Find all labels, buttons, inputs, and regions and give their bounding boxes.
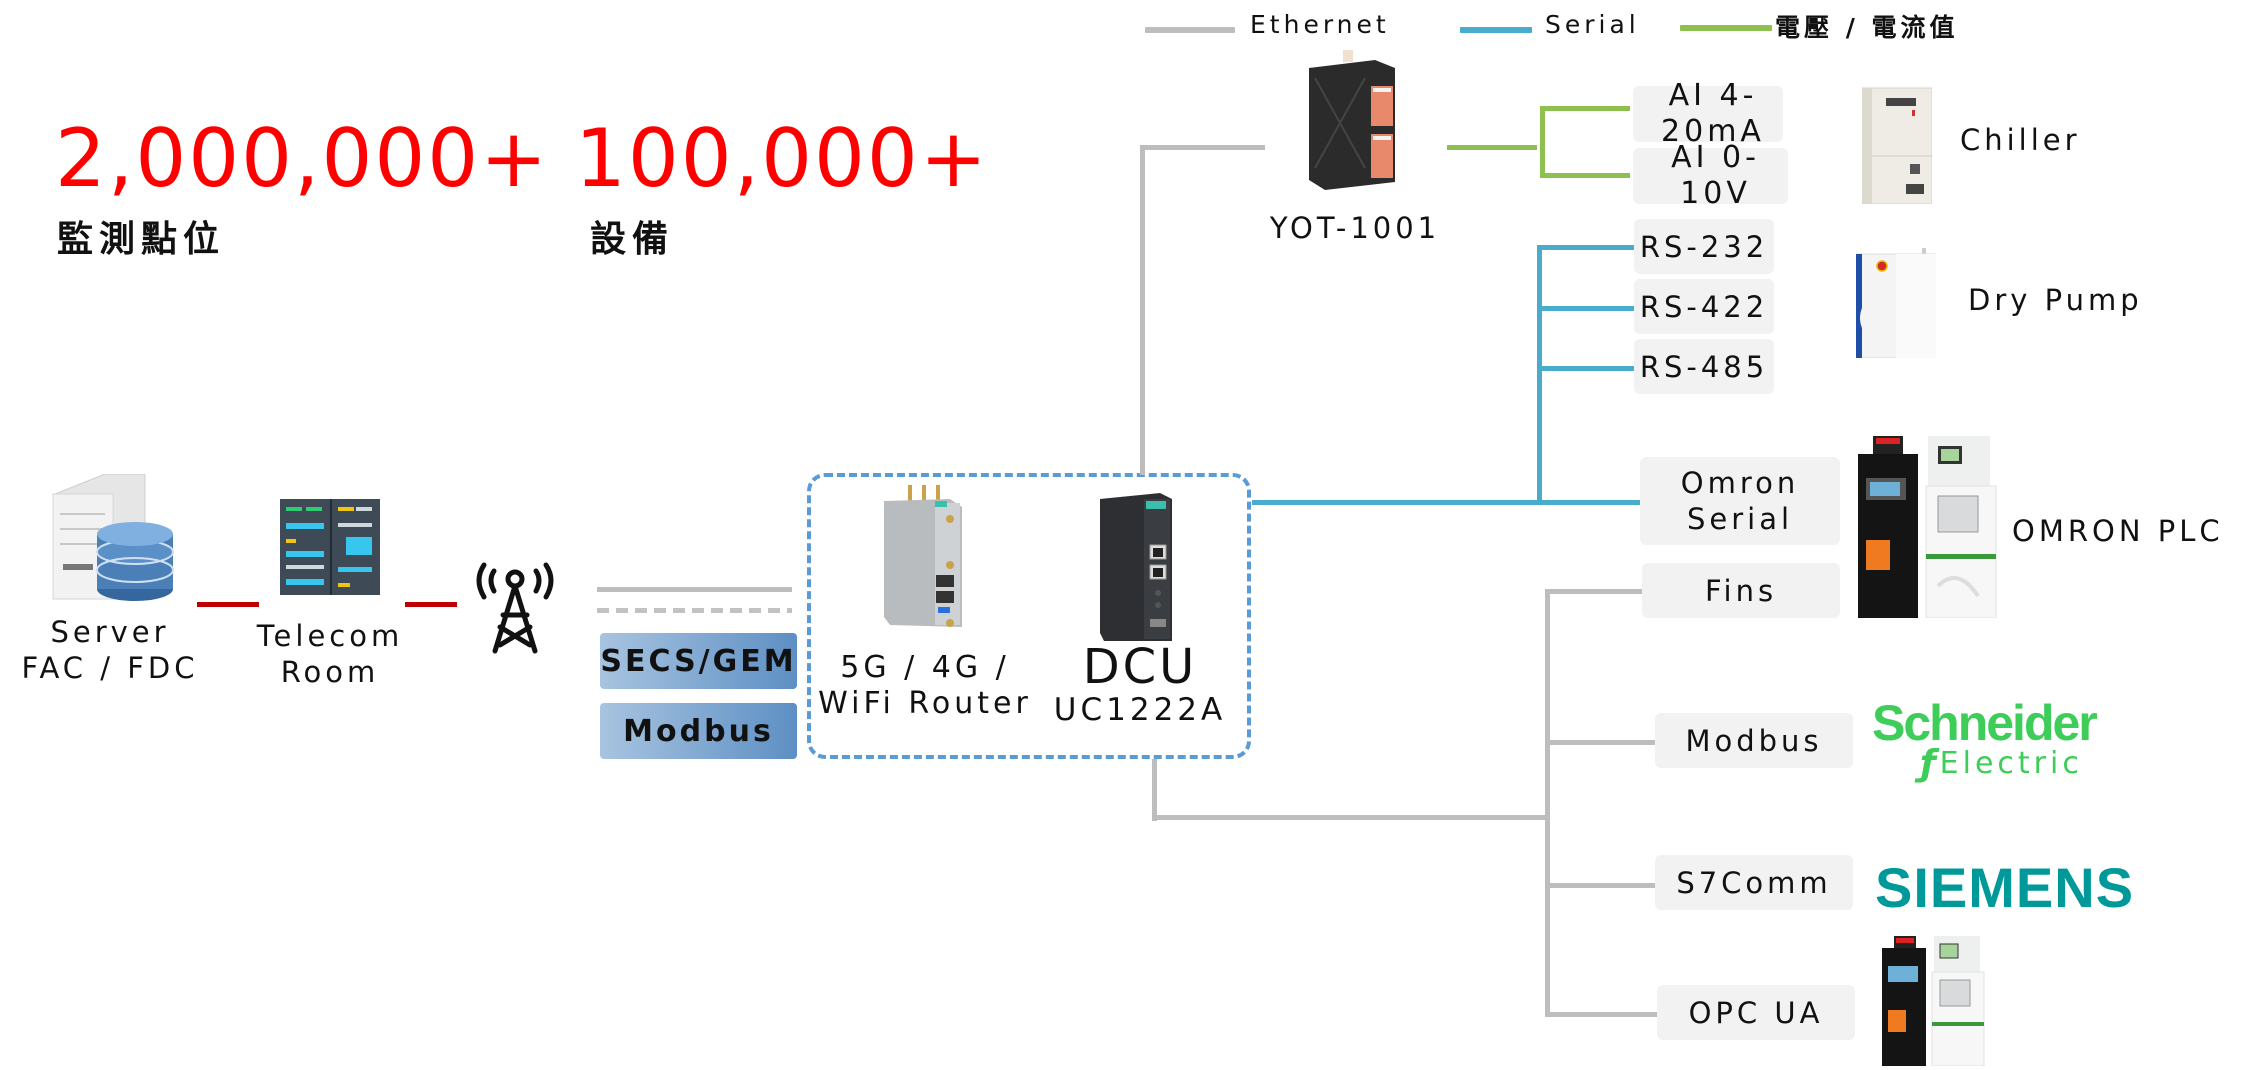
telecom-label: Telecom Room (240, 618, 420, 690)
chiller-image (1861, 86, 1933, 205)
ethernet-line-dcu-down (1152, 759, 1157, 821)
ethernet-line-dcu-up (1140, 145, 1145, 475)
proto-omron-serial-line1: Omron (1680, 466, 1800, 500)
serial-line-rs422 (1537, 306, 1637, 311)
legend-analog-swatch (1680, 25, 1772, 31)
wan-link-server-telecom (197, 602, 259, 607)
dcu-label: DCU UC1222A (1040, 642, 1240, 728)
proto-omron-serial: Omron Serial (1640, 457, 1840, 545)
legend-serial-label: Serial (1545, 10, 1640, 39)
ethernet-line-modbus (1545, 740, 1657, 745)
cell-tower-icon (470, 555, 560, 655)
proto-rs232: RS-232 (1634, 219, 1774, 274)
legend-analog-label: 電壓 / 電流值 (1775, 13, 1959, 42)
legend-serial-swatch (1460, 27, 1532, 33)
serial-line-omron (1537, 500, 1642, 505)
proto-ai-4-20ma: AI 4-20mA (1633, 78, 1783, 149)
stat-monitor-points-value: 2,000,000+ (55, 112, 550, 205)
ethernet-line-opcua (1545, 1012, 1657, 1017)
proto-ai-0-10v: AI 0-10V (1633, 140, 1788, 211)
dcu-group-box (807, 473, 1251, 759)
analog-line-4-20ma (1540, 106, 1630, 111)
dry-pump-image (1855, 248, 1937, 359)
protocol-tag-modbus: Modbus (600, 703, 797, 759)
server-database-icon (45, 473, 175, 609)
router-label-line1: 5G / 4G / (840, 650, 1010, 685)
analog-line-from-yot (1447, 145, 1537, 150)
yot-device-icon (1305, 50, 1405, 190)
serial-line-trunk (1537, 245, 1542, 503)
legend-ethernet-label: Ethernet (1250, 10, 1390, 39)
ethernet-line-trunk (1545, 589, 1550, 1017)
proto-s7comm: S7Comm (1655, 855, 1853, 910)
dcu-device-icon (1100, 493, 1172, 641)
proto-fins: Fins (1642, 563, 1840, 618)
omron-plc-label: OMRON PLC (2012, 514, 2224, 548)
serial-line-dcu-out (1252, 500, 1637, 505)
chiller-label: Chiller (1960, 123, 2081, 157)
uplink-line-solid (597, 587, 792, 592)
server-label-line1: Server (50, 615, 170, 649)
proto-omron-serial-line2: Serial (1686, 502, 1794, 536)
dcu-label-title: DCU (1082, 639, 1198, 695)
schneider-logo-wordmark: Schneider (1872, 695, 2098, 751)
ethernet-line-s7comm (1545, 883, 1657, 888)
stat-monitor-points-label: 監測點位 (57, 219, 226, 260)
serial-line-rs232 (1537, 245, 1637, 250)
ethernet-line-horizontal (1152, 815, 1550, 820)
ethernet-line-fins (1545, 589, 1643, 594)
stat-equipment-label: 設備 (590, 219, 675, 260)
uplink-line-dashed (597, 608, 792, 613)
dcu-label-model: UC1222A (1053, 692, 1227, 728)
stat-equipment-value: 100,000+ (575, 112, 989, 205)
schneider-electric-logo: Schneider ƒ Electric (1872, 695, 2098, 784)
dry-pump-label: Dry Pump (1968, 283, 2143, 317)
telecom-label-line1: Telecom (256, 619, 404, 653)
router-label-line2: WiFi Router (818, 686, 1032, 721)
proto-modbus: Modbus (1655, 713, 1853, 768)
server-label-line2: FAC / FDC (21, 651, 199, 685)
protocol-tag-secs-gem: SECS/GEM (600, 633, 797, 689)
yot-label: YOT-1001 (1269, 211, 1441, 245)
analog-line-trunk (1540, 106, 1545, 178)
router-label: 5G / 4G / WiFi Router (810, 650, 1040, 722)
omron-plc-equipment-image (1858, 436, 2006, 619)
proto-rs422: RS-422 (1634, 279, 1774, 334)
proto-rs485: RS-485 (1634, 339, 1774, 394)
analog-line-0-10v (1540, 173, 1630, 178)
opcua-equipment-image (1882, 936, 1992, 1067)
schneider-logo-subtitle: Electric (1939, 746, 2083, 781)
ethernet-line-to-yot (1140, 145, 1265, 150)
wan-link-telecom-tower (405, 602, 457, 607)
telecom-label-line2: Room (280, 655, 380, 689)
legend-ethernet-swatch (1145, 27, 1235, 33)
server-label: Server FAC / FDC (10, 614, 210, 686)
siemens-logo: SIEMENS (1875, 856, 2135, 919)
router-device-icon (880, 485, 970, 635)
serial-line-rs485 (1537, 366, 1637, 371)
proto-opcua: OPC UA (1657, 985, 1855, 1040)
telecom-rack-icon (280, 499, 380, 595)
schneider-logo-icon: ƒ (1920, 743, 1936, 784)
